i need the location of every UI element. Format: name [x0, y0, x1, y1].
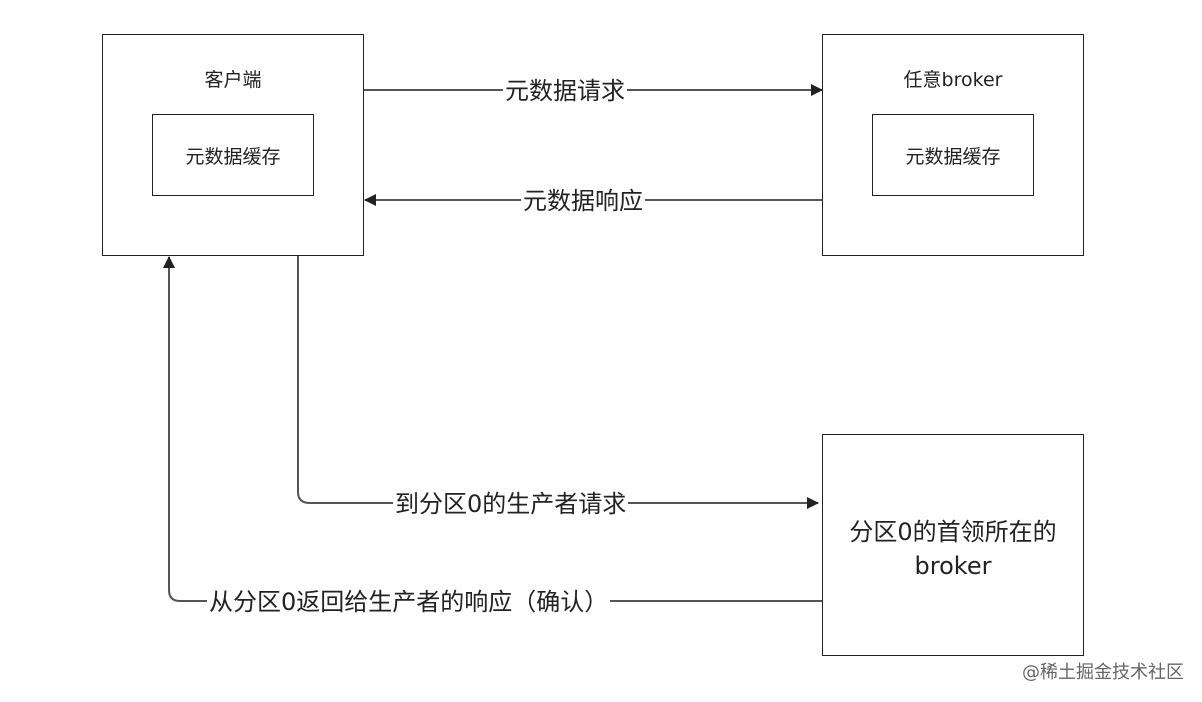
broker-cache-box: 元数据缓存	[872, 114, 1034, 196]
produce-request-arrow	[297, 255, 819, 509]
produce-response-arrow	[163, 256, 822, 602]
client-cache-box: 元数据缓存	[152, 114, 314, 196]
any-broker-title: 任意broker	[903, 69, 1003, 91]
produce-response-label: 从分区0返回给生产者的响应（确认）	[207, 588, 611, 616]
client-box: 客户端 元数据缓存	[102, 34, 364, 256]
metadata-request-label: 元数据请求	[503, 77, 627, 105]
metadata-response-label: 元数据响应	[521, 187, 645, 215]
watermark: @稀土掘金技术社区	[1022, 662, 1184, 683]
client-title: 客户端	[204, 69, 262, 91]
leader-broker-box: 分区0的首领所在的 broker	[822, 434, 1084, 656]
produce-request-label: 到分区0的生产者请求	[393, 490, 629, 518]
leader-broker-label-line2: broker	[914, 552, 992, 580]
any-broker-box: 任意broker 元数据缓存	[822, 34, 1084, 256]
leader-broker-label-line1: 分区0的首领所在的	[849, 518, 1057, 546]
